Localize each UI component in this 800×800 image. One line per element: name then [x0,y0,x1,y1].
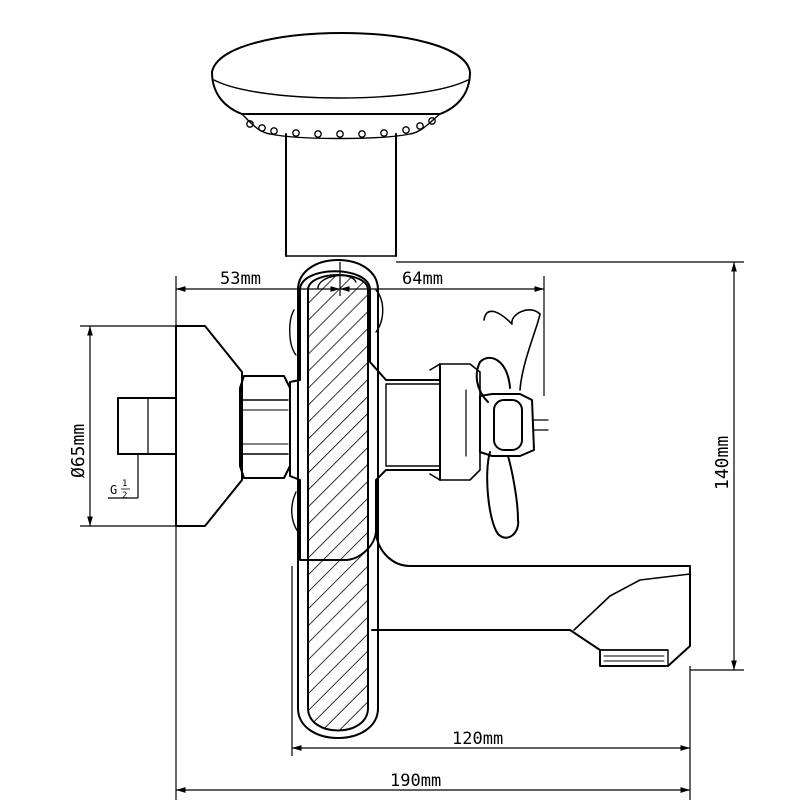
thread-label: G 1 2 [110,479,130,501]
spout [371,529,691,667]
inlet-pipe [117,397,177,455]
dim-140mm-label: 140mm [712,436,733,490]
dim-53mm-label: 53mm [220,269,261,289]
thread-fraction-num: 1 [122,479,127,489]
thread-fraction-den: 2 [122,491,127,501]
dimension-lines [80,261,744,800]
dim-190mm-label: 190mm [390,771,441,791]
dim-120mm-label: 120mm [452,729,503,749]
hatched-tube [297,259,379,739]
thread-letter: G [110,483,117,497]
shower-head [211,32,471,140]
wall-flange [175,325,243,527]
dim-64mm-label: 64mm [402,269,443,289]
shower-nozzles [246,117,436,138]
dim-65mm-label: Ø65mm [68,424,89,478]
cross-handle [475,309,549,539]
hex-nut [239,375,291,479]
shower-hose [285,133,397,257]
